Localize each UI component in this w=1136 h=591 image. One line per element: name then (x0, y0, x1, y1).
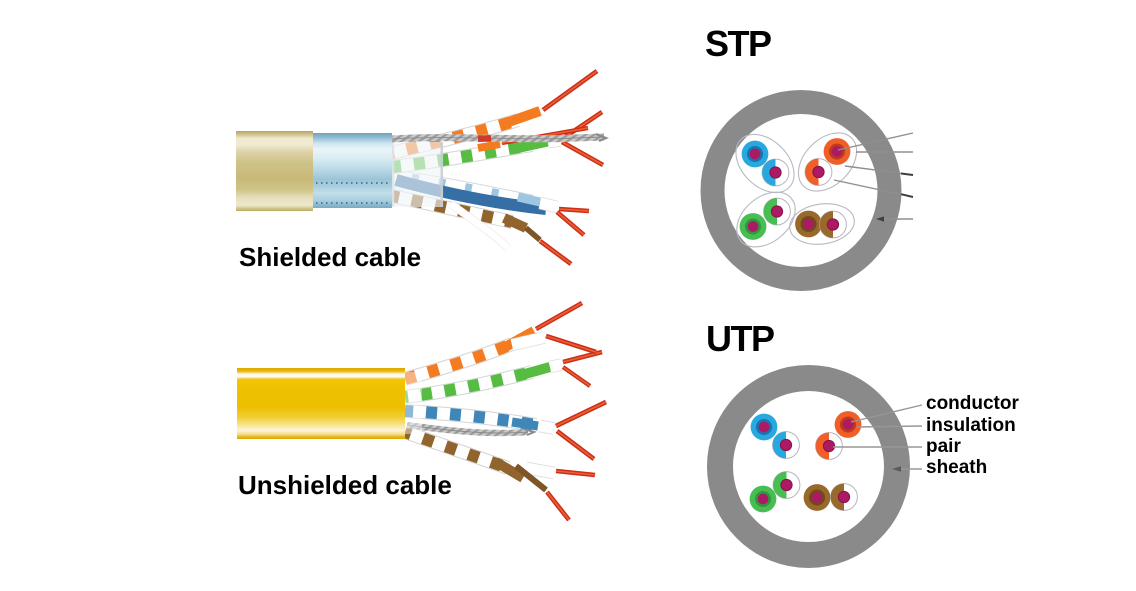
svg-text:STP: STP (705, 23, 771, 64)
svg-text:Shielded cable: Shielded cable (239, 242, 421, 272)
svg-text:Unshielded cable: Unshielded cable (238, 470, 452, 500)
svg-text:sheath: sheath (926, 457, 987, 478)
svg-text:UTP: UTP (706, 318, 774, 359)
svg-text:pair: pair (926, 436, 961, 457)
svg-text:insulation: insulation (926, 415, 1016, 436)
svg-text:conductor: conductor (926, 393, 1019, 414)
